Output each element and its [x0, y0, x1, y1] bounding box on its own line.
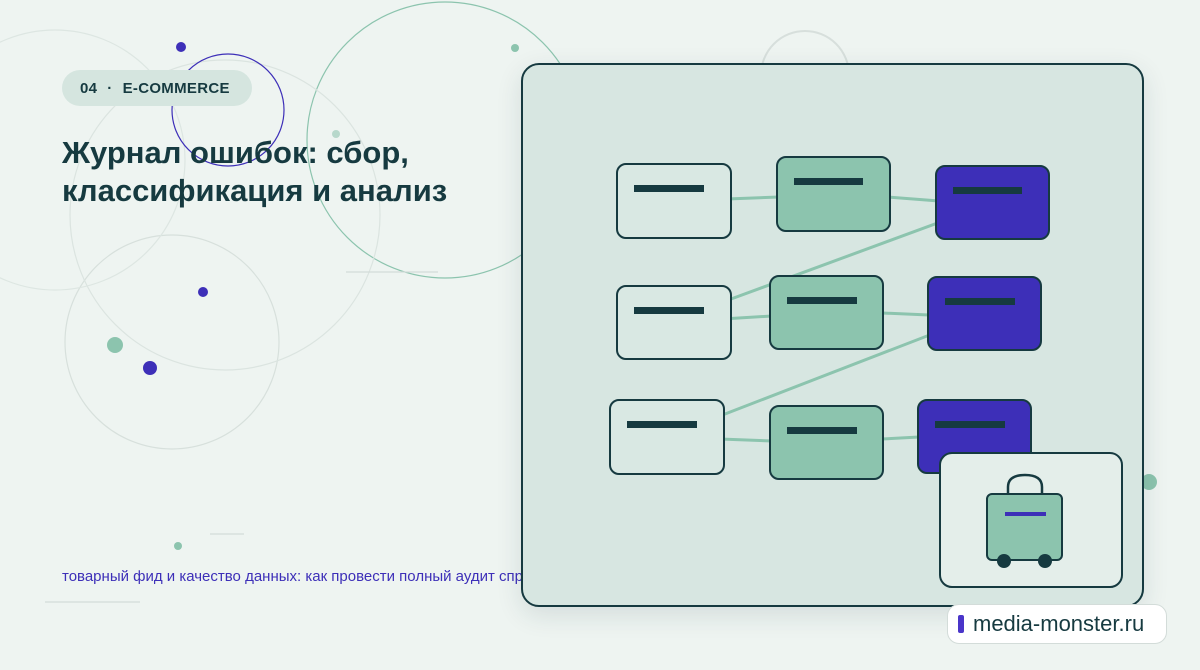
- connector-line: [880, 311, 931, 317]
- badge-number: 04: [80, 79, 98, 97]
- flow-node: [769, 275, 884, 350]
- decor-dot: [198, 287, 208, 297]
- decor-dot: [332, 130, 340, 138]
- node-label-bar: [935, 421, 1005, 428]
- category-badge: 04 · E-COMMERCE: [62, 70, 252, 106]
- flow-node: [927, 276, 1042, 351]
- decor-dot: [107, 337, 123, 353]
- brand-badge: media-monster.ru: [947, 604, 1167, 644]
- decor-dot: [174, 542, 182, 550]
- node-label-bar: [787, 427, 857, 434]
- flow-node: [935, 165, 1050, 240]
- brand-accent-bar: [958, 615, 964, 633]
- decor-dot: [1141, 474, 1157, 490]
- node-label-bar: [634, 185, 704, 192]
- node-label-bar: [787, 297, 857, 304]
- node-label-bar: [627, 421, 697, 428]
- decor-dot: [511, 44, 519, 52]
- badge-separator: ·: [107, 79, 113, 97]
- flow-node: [616, 285, 732, 360]
- node-label-bar: [634, 307, 704, 314]
- flow-diagram: [609, 156, 1123, 588]
- shopping-bag-wheel: [1038, 554, 1052, 568]
- shopping-bag-handle: [1006, 473, 1044, 494]
- subtitle: товарный фид и качество данных: как пров…: [62, 568, 567, 585]
- shopping-bag-wheel: [997, 554, 1011, 568]
- decor-dot: [143, 361, 157, 375]
- flow-node: [609, 399, 725, 475]
- flow-node: [616, 163, 732, 239]
- flow-node: [776, 156, 891, 232]
- badge-category: E-COMMERCE: [122, 79, 230, 97]
- page-title: Журнал ошибок: сбор, классификация и ана…: [62, 135, 448, 208]
- decor-dot: [176, 42, 186, 52]
- decor-circle: [171, 53, 285, 167]
- flow-node: [769, 405, 884, 480]
- decor-circle: [0, 29, 186, 291]
- connector-line: [880, 435, 921, 441]
- connector-line: [886, 195, 941, 203]
- decor-circle: [69, 59, 381, 371]
- shopping-bag-card: [939, 452, 1123, 588]
- decor-circle: [64, 234, 280, 450]
- node-label-bar: [794, 178, 863, 185]
- brand-label: media-monster.ru: [973, 611, 1145, 636]
- shopping-bag-icon: [986, 493, 1063, 561]
- shopping-bag-stripe: [1005, 512, 1046, 516]
- node-label-bar: [953, 187, 1022, 194]
- node-label-bar: [945, 298, 1015, 305]
